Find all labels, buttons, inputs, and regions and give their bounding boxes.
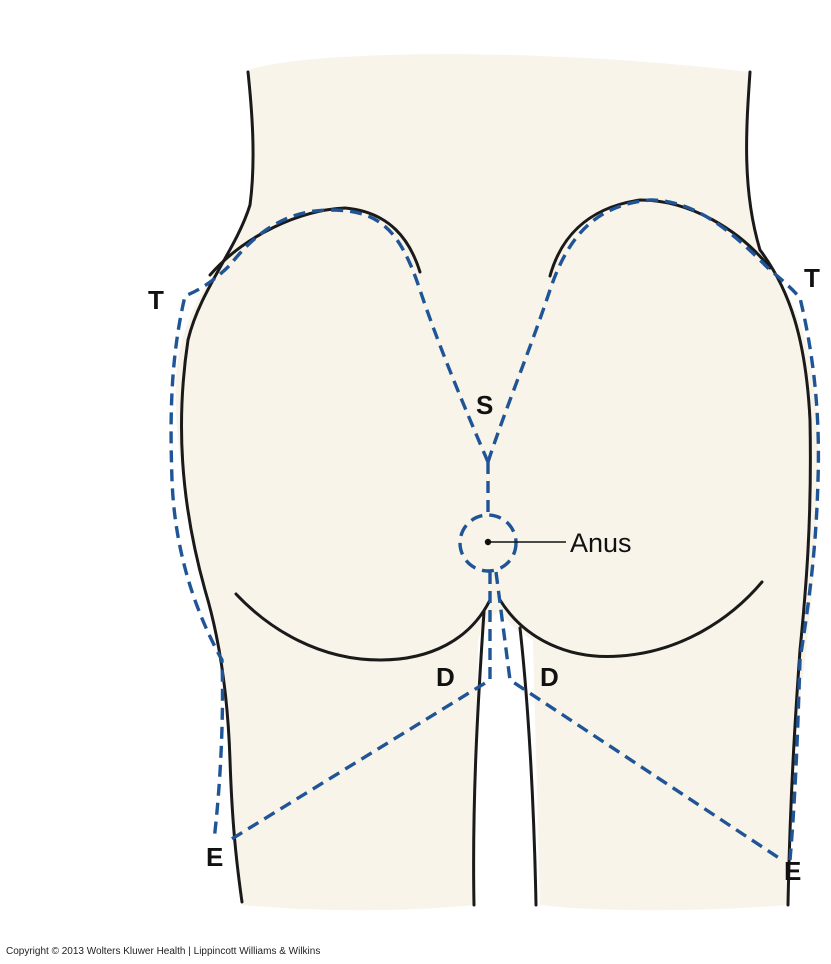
right-perineal-boundary	[494, 571, 783, 862]
right-flank-outline	[745, 70, 812, 907]
copyright-notice: Copyright © 2013 Wolters Kluwer Health |…	[6, 946, 321, 957]
label-e-right: E	[784, 856, 801, 886]
label-e-left: E	[206, 842, 223, 872]
left-perineal-boundary	[229, 572, 492, 842]
right-region-boundary	[486, 198, 821, 861]
left-flank-outline	[180, 70, 255, 904]
label-t-left: T	[148, 285, 164, 315]
label-t-right: T	[804, 263, 820, 293]
label-d-right: D	[540, 662, 559, 692]
left-inner-thigh-outline	[472, 610, 486, 907]
anus-marker	[484, 538, 566, 546]
left-region-boundary	[169, 208, 490, 841]
left-iliac-crest-outline	[208, 206, 422, 277]
dashed-boundaries	[169, 198, 821, 862]
body-silhouette	[175, 54, 818, 911]
label-s: S	[476, 390, 493, 420]
label-d-left: D	[436, 662, 455, 692]
right-inner-thigh-outline	[518, 626, 538, 907]
left-gluteal-fold-outline	[234, 592, 492, 662]
label-anus: Anus	[570, 528, 632, 558]
right-gluteal-fold-outline	[498, 580, 764, 658]
anal-region-boundary	[458, 513, 518, 573]
right-iliac-crest-outline	[548, 198, 772, 278]
anatomical-outlines	[180, 70, 812, 907]
